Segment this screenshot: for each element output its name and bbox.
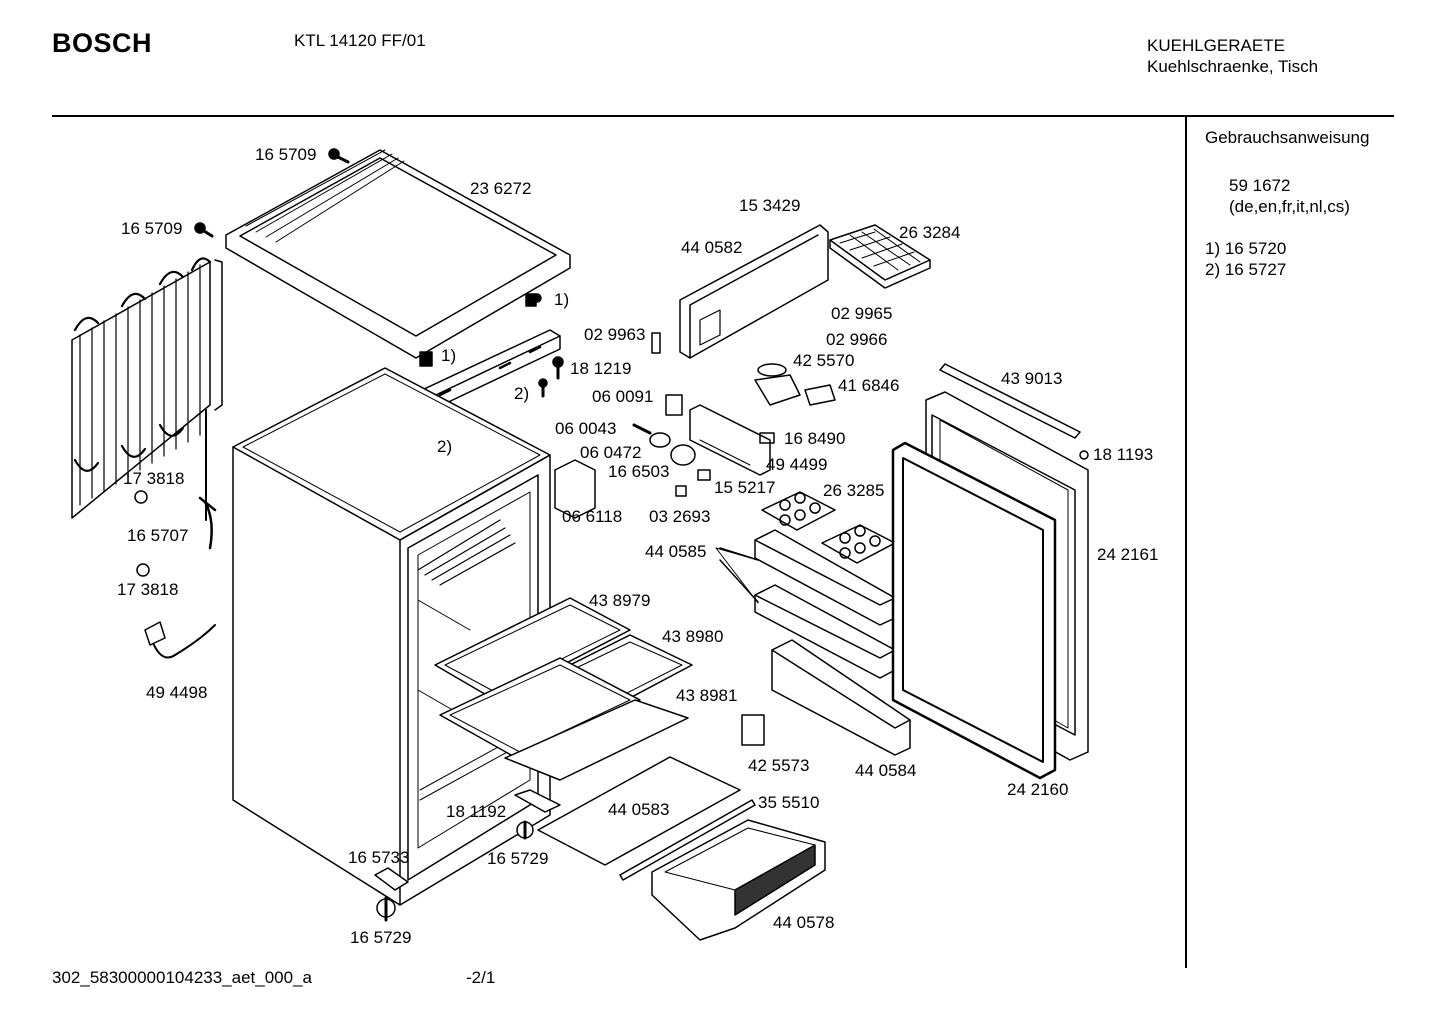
note-marker: 1)	[441, 346, 457, 365]
part-label: 16 5709	[121, 219, 183, 238]
part-label: 16 5707	[127, 526, 189, 545]
note-2: 2) 16 5727	[1205, 260, 1287, 279]
document-id: 302_58300000104233_aet_000_a	[52, 968, 312, 987]
part-label: 44 0584	[855, 761, 917, 780]
part-label: 43 8980	[662, 627, 724, 646]
note-marker: 2)	[437, 437, 453, 456]
part-label: 18 1219	[570, 359, 632, 378]
part-label: 16 8490	[784, 429, 846, 448]
part-label: 26 3285	[823, 481, 885, 500]
part-label: 44 0578	[773, 913, 835, 932]
part-label: 17 3818	[117, 580, 179, 599]
power-cords	[144, 496, 217, 659]
note-1: 1) 16 5720	[1205, 239, 1287, 258]
thermostat-assembly	[554, 332, 836, 519]
freezer-door	[679, 224, 829, 359]
part-label: 15 5217	[714, 478, 776, 497]
top-lid	[225, 149, 571, 359]
part-label: 06 0043	[555, 419, 617, 438]
part-label: 43 8981	[676, 686, 738, 705]
part-label: 02 9965	[831, 304, 893, 323]
part-label: 43 9013	[1001, 369, 1063, 388]
page-number: -2/1	[466, 968, 496, 987]
part-label: 16 6503	[608, 462, 670, 481]
crisper	[537, 756, 826, 941]
part-label: 06 0091	[592, 387, 654, 406]
part-label: 44 0582	[681, 238, 743, 257]
part-label: 18 1193	[1093, 445, 1154, 464]
part-label: 16 5733	[348, 848, 410, 867]
part-label: 16 5729	[487, 849, 549, 868]
part-label: 24 2161	[1097, 545, 1159, 564]
part-label: 24 2160	[1007, 780, 1069, 799]
part-label: 49 4499	[766, 455, 828, 474]
sidebar-divider	[1185, 116, 1187, 968]
part-label: 16 5709	[255, 145, 317, 164]
part-label: 49 4498	[146, 683, 208, 702]
part-label: 23 6272	[470, 179, 532, 198]
part-label: 35 5510	[758, 793, 820, 812]
header-divider	[52, 115, 1394, 117]
condenser-coil	[71, 257, 223, 521]
brand-logo: BOSCH	[52, 28, 153, 58]
cabinet	[232, 367, 551, 906]
ice-tray	[829, 224, 931, 289]
part-label: 44 0583	[608, 800, 670, 819]
part-label: 02 9966	[826, 330, 888, 349]
leader-lines	[715, 547, 759, 604]
door-gasket	[891, 441, 1057, 780]
part-label: 42 5570	[793, 351, 855, 370]
part-label: 42 5573	[748, 756, 810, 775]
category-line-1: KUEHLGERAETE	[1147, 36, 1285, 55]
model-number: KTL 14120 FF/01	[294, 31, 426, 50]
part-label: 18 1192	[446, 802, 507, 821]
part-label: 03 2693	[649, 507, 711, 526]
part-label: 16 5729	[350, 928, 412, 947]
part-label: 06 0472	[580, 443, 642, 462]
manual-title: Gebrauchsanweisung	[1205, 128, 1370, 147]
manual-number: 59 1672	[1229, 176, 1291, 195]
part-label: 26 3284	[899, 223, 961, 242]
note-marker: 2)	[514, 384, 530, 403]
category-line-2: Kuehlschraenke, Tisch	[1147, 57, 1319, 76]
glass-shelves	[434, 597, 693, 781]
part-label: 44 0585	[645, 542, 707, 561]
note-marker: 1)	[554, 290, 570, 309]
manual-languages: (de,en,fr,it,nl,cs)	[1229, 197, 1350, 216]
part-label: 43 8979	[589, 591, 651, 610]
part-label: 02 9963	[584, 325, 646, 344]
category: KUEHLGERAETE Kuehlschraenke, Tisch	[1147, 35, 1318, 77]
egg-trays	[761, 491, 896, 564]
part-label: 06 6118	[562, 507, 623, 526]
feet-and-brackets	[134, 490, 765, 922]
part-label: 15 3429	[739, 196, 801, 215]
part-label: 41 6846	[838, 376, 900, 395]
part-label: 17 3818	[123, 469, 185, 488]
